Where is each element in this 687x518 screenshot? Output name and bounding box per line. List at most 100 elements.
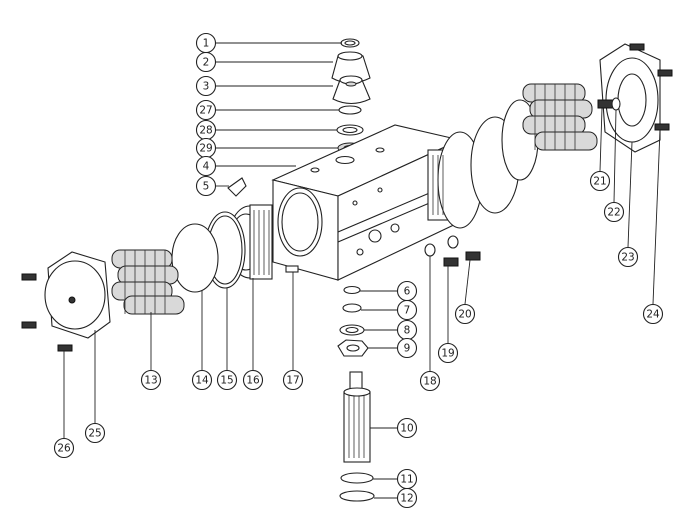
- part-11-bearing: [340, 472, 374, 484]
- callout-label-26: 26: [57, 443, 71, 455]
- callout-leader-20: [464, 259, 471, 305]
- callout-23: 23: [617, 141, 639, 268]
- callout-3: 3: [195, 75, 333, 97]
- callout-2: 2: [195, 51, 333, 73]
- part-10-pinion: [343, 371, 371, 463]
- callout-bubble-20: [454, 303, 476, 325]
- callout-29: 29: [195, 137, 338, 159]
- part-2-indicator-cap: [331, 51, 371, 84]
- part-26-bolts-left: [21, 273, 73, 352]
- callout-20: 20: [454, 259, 476, 325]
- callout-15: 15: [216, 288, 238, 391]
- part-25-left-end-cap: [44, 251, 111, 339]
- callout-bubble-2: [195, 51, 217, 73]
- callout-bubble-14: [191, 369, 213, 391]
- callout-label-15: 15: [220, 375, 233, 387]
- callout-label-12: 12: [400, 493, 413, 505]
- callout-24: 24: [642, 129, 664, 325]
- callout-label-25: 25: [88, 428, 101, 440]
- part-7-washer: [342, 303, 362, 313]
- callout-bubble-7: [396, 299, 418, 321]
- callout-11: 11: [373, 468, 418, 490]
- callout-bubble-5: [195, 175, 217, 197]
- part-13-spring-set-left: [111, 249, 185, 315]
- callout-label-9: 9: [404, 343, 411, 355]
- callout-bubble-18: [419, 370, 441, 392]
- callout-bubble-17: [282, 369, 304, 391]
- callout-bubble-27: [195, 99, 217, 121]
- callout-bubble-10: [396, 417, 418, 439]
- part-9-nut: [337, 339, 369, 357]
- callout-25: 25: [84, 330, 106, 444]
- part-17-pin: [285, 265, 299, 273]
- callout-16: 16: [242, 278, 264, 391]
- callout-4: 4: [195, 155, 296, 177]
- callout-6: 6: [360, 280, 418, 302]
- callout-27: 27: [195, 99, 339, 121]
- part-right-spring-set: [522, 83, 598, 151]
- callout-label-24: 24: [646, 309, 660, 321]
- part-14-o-ring: [171, 223, 219, 293]
- callout-label-2: 2: [203, 57, 210, 69]
- callout-bubble-26: [53, 437, 75, 459]
- callout-22: 22: [603, 109, 625, 223]
- part-23-right-end-cap: [599, 43, 661, 153]
- part-20-washer: [447, 235, 459, 249]
- part-19-bolt: [443, 257, 459, 267]
- callout-label-22: 22: [607, 207, 620, 219]
- callout-9: 9: [368, 337, 418, 359]
- callout-label-19: 19: [441, 348, 454, 360]
- callout-bubble-4: [195, 155, 217, 177]
- callout-bubble-9: [396, 337, 418, 359]
- callout-label-8: 8: [404, 325, 411, 337]
- part-12-o-ring: [339, 490, 375, 502]
- part-18-o-ring: [424, 243, 436, 257]
- callout-label-18: 18: [423, 376, 436, 388]
- callout-label-16: 16: [246, 375, 260, 387]
- callout-bubble-3: [195, 75, 217, 97]
- callout-leader-23: [627, 141, 633, 248]
- callout-5: 5: [195, 175, 229, 197]
- callout-label-27: 27: [199, 105, 212, 117]
- callout-19: 19: [437, 266, 459, 364]
- part-1-snap-ring: [340, 38, 360, 48]
- callout-14: 14: [191, 290, 213, 391]
- callout-13: 13: [140, 312, 162, 391]
- part-3-indicator-base: [332, 75, 371, 105]
- callout-label-10: 10: [400, 423, 413, 435]
- callout-21: 21: [589, 107, 611, 192]
- callout-bubble-12: [396, 487, 418, 509]
- callout-label-6: 6: [404, 286, 411, 298]
- part-5-cam: [227, 177, 247, 197]
- part-27-circlip: [338, 105, 362, 115]
- callout-8: 8: [364, 319, 418, 341]
- callout-bubble-16: [242, 369, 264, 391]
- callout-17: 17: [282, 272, 304, 391]
- callout-label-28: 28: [199, 125, 212, 137]
- callout-bubble-24: [642, 303, 664, 325]
- callout-bubble-15: [216, 369, 238, 391]
- callout-bubble-19: [437, 342, 459, 364]
- callout-label-21: 21: [593, 176, 606, 188]
- callout-1: 1: [195, 32, 342, 54]
- callout-leader-21: [599, 107, 603, 172]
- callout-label-11: 11: [400, 474, 413, 486]
- callout-bubble-22: [603, 201, 625, 223]
- callout-label-4: 4: [203, 161, 210, 173]
- callout-leader-22: [613, 109, 617, 203]
- callout-12: 12: [374, 487, 418, 509]
- callout-bubble-23: [617, 246, 639, 268]
- callout-18: 18: [419, 256, 441, 392]
- callout-label-17: 17: [286, 375, 299, 387]
- callout-bubble-13: [140, 369, 162, 391]
- callout-label-1: 1: [203, 38, 210, 50]
- part-24-bolts-right: [629, 43, 673, 131]
- callout-7: 7: [361, 299, 418, 321]
- callout-label-14: 14: [195, 375, 209, 387]
- part-8-bearing: [339, 324, 365, 336]
- callout-bubble-25: [84, 422, 106, 444]
- callout-28: 28: [195, 119, 337, 141]
